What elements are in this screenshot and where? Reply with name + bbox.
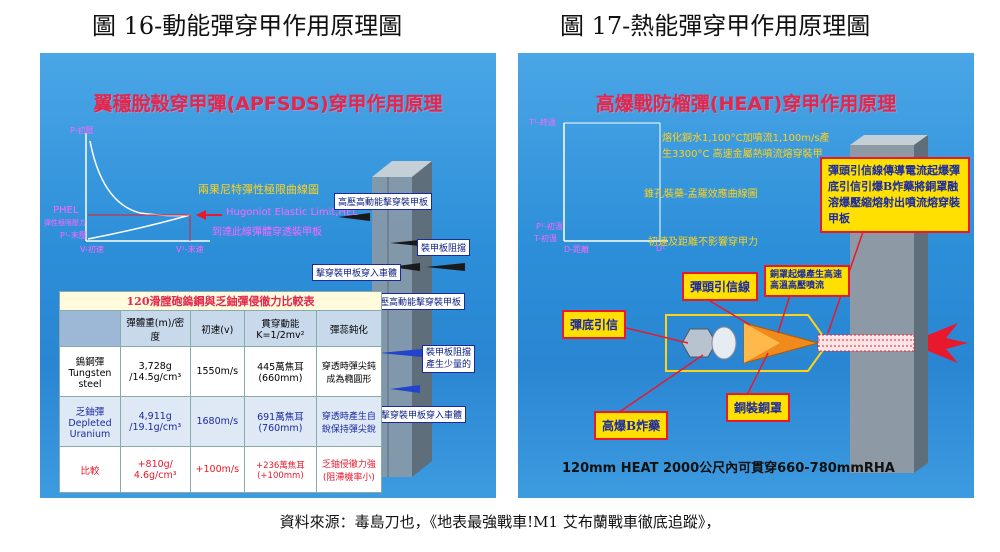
graph-v1: V¹-末速 [176,245,204,254]
melt-line-1: 熔化銅水1,100°C加噴流1,100m/s產 [662,133,830,144]
heat-graph-t1: T¹-終溫 [529,118,556,127]
table-header-3: 貫穿動能 K=1/2mv² [244,310,317,347]
fuse-label: 彈頭引信線 [682,272,759,301]
base-fuse-label: 彈底引信 [562,310,627,339]
curve-label: 兩果尼特彈性極限曲線圖 [198,183,319,196]
comparison-table: 彈體重(m)/密度 初速(v) 貫穿動能 K=1/2mv² 彈蕊鈍化 鎢鋼彈 T… [59,310,383,493]
cone-label: 錐孔裝藥-孟羅效應曲線圖 [644,189,758,200]
melt-line-2: 生3300°C 高速金屬熱噴流熔穿裝甲 [662,149,823,160]
hel-label: Hugoniot Elastic Limit,HEL [226,207,358,218]
label-block-2: 裝甲板阻擋產生少量的 [422,345,476,373]
table-cell-speed: 1550m/s [189,346,246,397]
table-cell-speed: +100m/s [189,446,246,493]
table-cell-name: 乏鈾彈 Depleted Uranium [59,396,121,447]
notice-box: 彈頭引信線傳導電流起爆彈底引信引爆B炸藥將銅罩融溶爆壓縮熔射出噴流熔穿裝甲板 [820,157,970,233]
table-header-4: 彈蕊鈍化 [315,310,383,347]
label-block-1: 裝甲板阻擋 [417,239,471,256]
heat-graph-t0: T-初溫 [534,234,558,243]
table-cell-note: 乏鈾侵徹力強(阻滯機率小) [315,446,383,493]
table-title: 120滑膛砲鎢鋼與乏鈾彈侵徹力比較表 [59,291,382,311]
source-caption: 資料來源：毒島刀也，《地表最強戰車!M1 艾布蘭戰車徹底追蹤》， [279,513,721,531]
table-cell-weight: +810g/ 4.6g/cm³ [119,446,191,493]
graph-p1: P¹-末壓 [60,231,87,240]
label-enter-2: 擊穿裝甲板穿入車體 [377,406,467,423]
label-penetrate-1: 高壓高動能擊穿裝甲板 [334,193,433,210]
table-cell-energy: +236萬焦耳 (+100mm) [244,446,317,493]
heat-graph-p1: P¹-初溫 [536,222,563,231]
heat-title: 高爆戰防榴彈(HEAT)穿甲作用原理 [595,93,897,115]
table-cell-weight: 3,728g /14.5g/cm³ [119,346,191,397]
table-row: 鎢鋼彈 Tungsten steel 3,728g /14.5g/cm³ 155… [59,346,383,397]
heat-panel: 高爆戰防榴彈(HEAT)穿甲作用原理 T¹-終溫 P¹-初溫 T-初溫 D-距離… [518,53,974,498]
graph-phel: PHEL [53,205,79,216]
label-enter-1: 擊穿裝甲板穿入車體 [312,264,402,281]
speed-label: 初速及距離不影響穿甲力 [648,237,758,248]
table-cell-name: 鎢鋼彈 Tungsten steel [59,346,121,397]
fig16-title: 圖 16-動能彈穿甲作用原理圖 [92,12,403,40]
liner-label: 銅裝銅罩 [726,393,791,422]
table-cell-note: 穿透時彈尖鈍成為橢圓形 [315,346,383,397]
heat-bottom-label: 120mm HEAT 2000公尺內可貫穿660-780mmRHA [562,461,895,476]
table-cell-note: 穿透時產生自銳保持彈尖銳 [315,396,383,447]
table-header-row: 彈體重(m)/密度 初速(v) 貫穿動能 K=1/2mv² 彈蕊鈍化 [59,310,383,347]
label-block-2b: 產生少量的 [426,360,472,370]
fig17-title: 圖 17-熱能彈穿甲作用原理圖 [560,12,871,40]
table-cell-energy: 691萬焦耳 (760mm) [244,396,317,447]
graph-p-top: P-初壓 [70,126,94,135]
table-row: 乏鈾彈 Depleted Uranium 4,911g /19.1g/cm³ 1… [59,396,383,447]
hel-sub: 到達此線彈體穿透裝甲板 [212,227,322,238]
label-penetrate-2: 高壓高動能擊穿裝甲板 [367,293,466,310]
apfsds-panel: 翼穩脫殼穿甲彈(APFSDS)穿甲作用原理 P-初壓 PHEL 彈性極限壓力 P… [40,53,496,498]
table-cell-name: 比較 [59,446,121,493]
table-header-2: 初速(v) [189,310,246,347]
table-cell-energy: 445萬焦耳 (660mm) [244,346,317,397]
heat-graph-d1: D¹ [656,244,666,253]
table-cell-speed: 1680m/s [189,396,246,447]
graph-phel-sub: 彈性極限壓力 [44,219,86,227]
table-header-0 [59,310,121,347]
liner-top-label: 銅罩起爆產生高速高溫高壓噴流 [764,265,850,297]
table-header-1: 彈體重(m)/密度 [119,310,191,347]
label-block-2a: 裝甲板阻擋 [426,348,472,358]
graph-v0: V-初速 [80,245,104,254]
hexp-label: 高爆B炸藥 [594,411,669,440]
table-row: 比較 +810g/ 4.6g/cm³ +100m/s +236萬焦耳 (+100… [59,446,383,493]
table-cell-weight: 4,911g /19.1g/cm³ [119,396,191,447]
apfsds-title: 翼穩脫殼穿甲彈(APFSDS)穿甲作用原理 [93,93,443,115]
heat-graph-d0: D-距離 [564,245,590,254]
